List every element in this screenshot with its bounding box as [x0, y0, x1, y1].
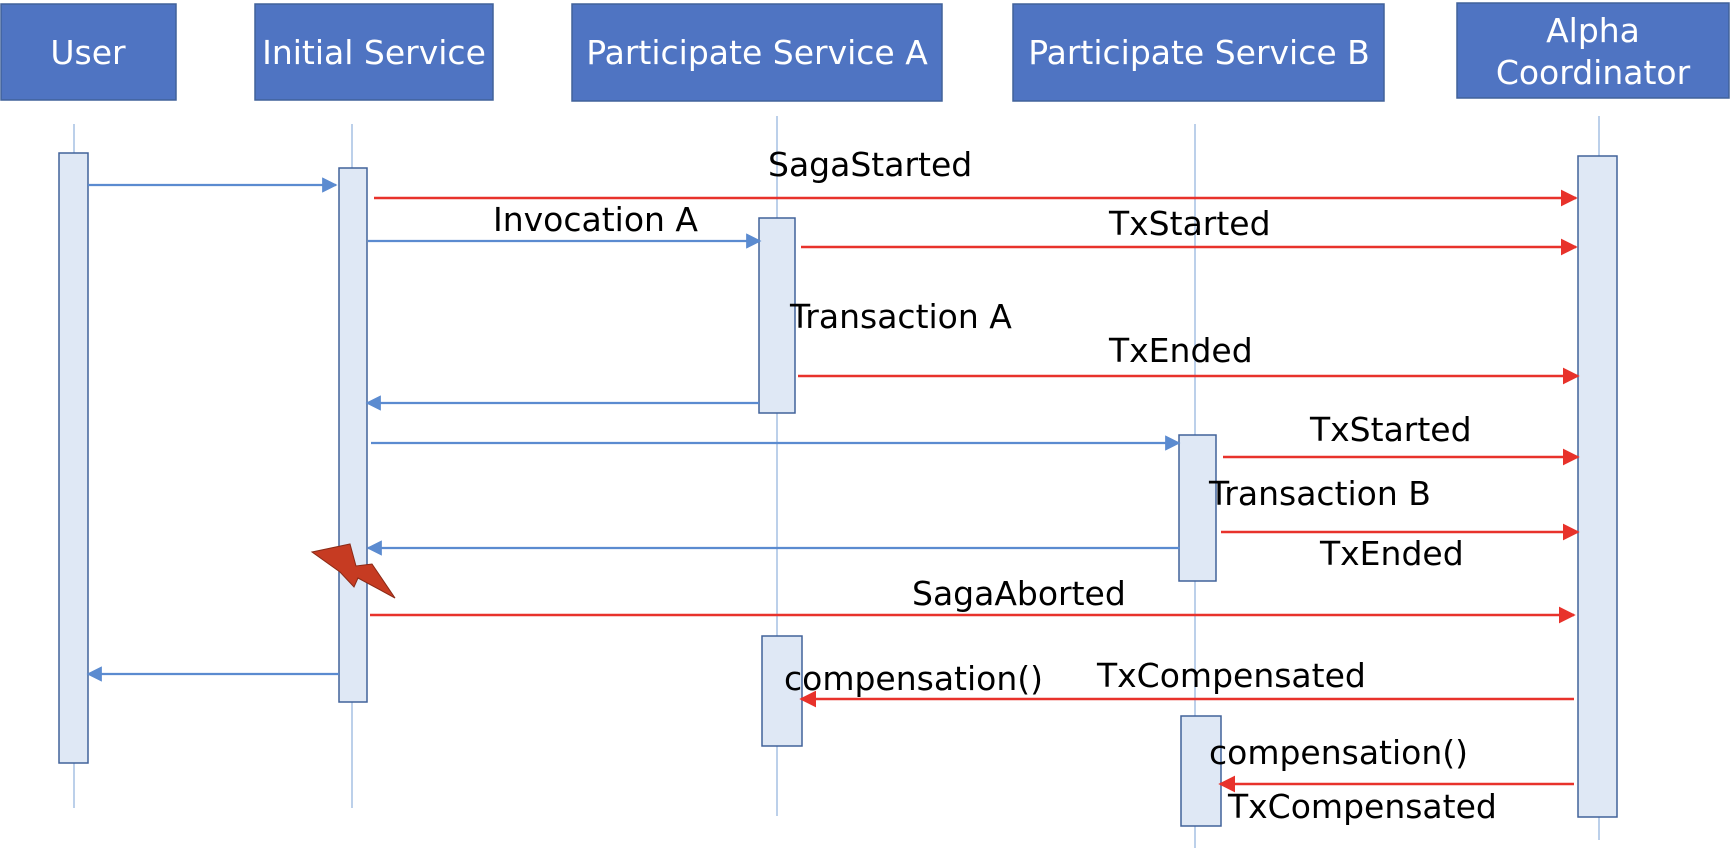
label-tx-ended-b: TxEnded: [1319, 534, 1464, 573]
activation-initial-service: [338, 167, 368, 703]
label-tx-started-a: TxStarted: [1108, 204, 1271, 243]
header-participate-service-b: Participate Service B: [1012, 3, 1385, 102]
label-tx-compensated-a: TxCompensated: [1096, 656, 1366, 695]
activation-user: [58, 152, 89, 764]
header-alpha-coordinator-label-line2: Coordinator: [1496, 53, 1691, 92]
activation-service-b-compensation: [1180, 715, 1222, 827]
header-user: User: [0, 3, 177, 101]
header-alpha-coordinator-label-line1: Alpha: [1546, 11, 1640, 50]
label-saga-aborted: SagaAborted: [912, 574, 1126, 613]
header-initial-service-label: Initial Service: [262, 33, 486, 72]
label-tx-compensated-b: TxCompensated: [1227, 787, 1497, 826]
note-transaction-b: Transaction B: [1208, 474, 1431, 513]
header-user-label: User: [50, 33, 126, 72]
activation-alpha-coordinator: [1577, 155, 1618, 818]
activation-service-a-transaction: [758, 217, 796, 414]
header-participate-service-a: Participate Service A: [571, 3, 943, 102]
lightning-bolt-icon: [310, 543, 396, 599]
header-alpha-coordinator: Alpha Coordinator: [1456, 2, 1730, 99]
label-tx-ended-a: TxEnded: [1108, 331, 1253, 370]
label-invocation-a: Invocation A: [493, 200, 698, 239]
header-participate-service-b-label: Participate Service B: [1028, 33, 1370, 72]
header-participate-service-a-label: Participate Service A: [586, 33, 928, 72]
header-initial-service: Initial Service: [254, 3, 494, 101]
label-saga-started: SagaStarted: [768, 145, 972, 184]
activation-service-b-transaction: [1178, 434, 1217, 582]
note-transaction-a: Transaction A: [789, 297, 1012, 336]
label-tx-started-b: TxStarted: [1309, 410, 1472, 449]
note-compensation-a: compensation(): [784, 659, 1043, 698]
note-compensation-b: compensation(): [1209, 733, 1468, 772]
